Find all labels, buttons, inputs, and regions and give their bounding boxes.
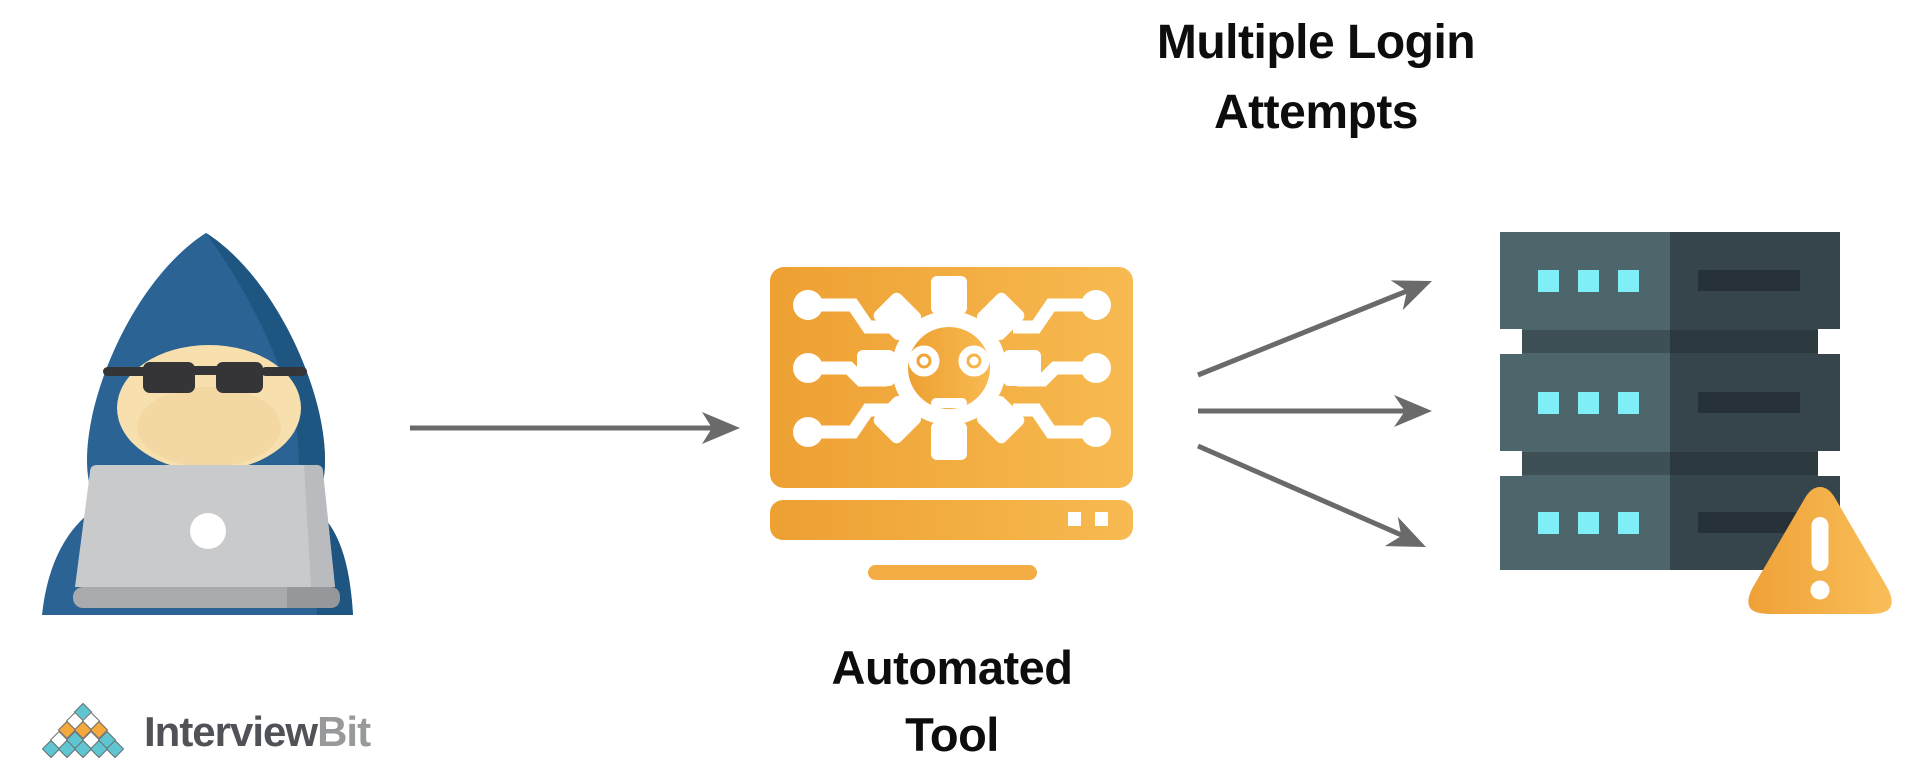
server-lights (1538, 270, 1639, 534)
arrow-attacker-to-tool (410, 412, 740, 444)
circuit-nodes (793, 290, 1111, 447)
brand-primary: Interview (144, 708, 318, 755)
hacker-icon (42, 233, 353, 615)
laptop-base (73, 587, 340, 608)
monitor-control-bar (770, 500, 1133, 540)
arrows-login-attempts (1196, 280, 1432, 547)
hacker-face-shade (137, 387, 281, 467)
arrow-head (1394, 395, 1432, 427)
bot-eye-right (958, 345, 990, 377)
interviewbit-logo-mark-icon (38, 702, 128, 762)
bot-mouth (931, 398, 967, 408)
monitor-button (1095, 512, 1108, 526)
server-stack-icon (1500, 232, 1892, 614)
warning-triangle-icon (1748, 487, 1892, 614)
automated-tool-monitor-icon (770, 267, 1133, 580)
interviewbit-logo: InterviewBit (38, 692, 371, 772)
laptop-lid-shade (304, 465, 335, 587)
brand-wordmark: InterviewBit (144, 708, 371, 756)
arrow-head (1390, 280, 1432, 311)
arrow-shaft (1196, 443, 1408, 540)
sunglasses-icon (103, 362, 307, 393)
arrow-head (1384, 516, 1426, 547)
laptop-logo-circle (190, 513, 226, 549)
warning-exclamation-bar (1811, 517, 1829, 571)
bot-eye-left (908, 345, 940, 377)
edge-label-multiple-login-attempts: Multiple Login Attempts (1156, 16, 1476, 139)
gear-bot-icon (857, 276, 1041, 460)
brand-secondary: Bit (317, 708, 371, 755)
warning-exclamation-dot (1810, 580, 1830, 600)
laptop-base-shade (287, 587, 340, 608)
arrow-head (702, 412, 740, 444)
monitor-stand (868, 565, 1037, 580)
monitor-button (1068, 512, 1081, 526)
server-slots (1698, 270, 1800, 533)
node-label-automated-tool: Automated Tool (831, 641, 1073, 761)
arrow-shaft (1197, 286, 1413, 378)
